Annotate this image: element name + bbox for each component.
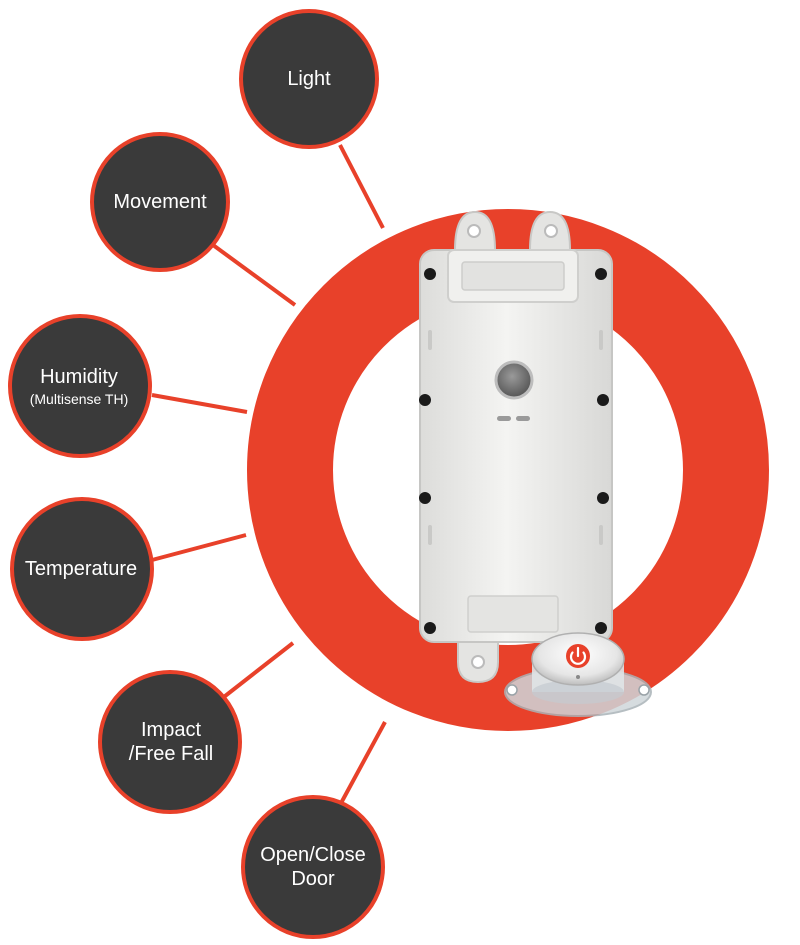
connector-movement [211,243,297,307]
feature-circle-door [241,795,385,939]
feature-circle-movement [90,132,230,272]
connector-lines [151,144,387,806]
sensor-device-icon [419,210,613,684]
feature-circle-temperature [10,497,154,641]
power-icon [566,644,590,668]
feature-circle-impact [98,670,242,814]
connector-door [338,721,387,806]
feature-circle-humidity [8,314,152,458]
connector-impact [218,641,295,702]
feature-circles [8,9,385,939]
puck-sensor-icon [504,632,652,717]
connector-humidity [151,393,248,414]
feature-circle-light [239,9,379,149]
connector-temperature [151,533,247,562]
connector-light [338,144,385,229]
